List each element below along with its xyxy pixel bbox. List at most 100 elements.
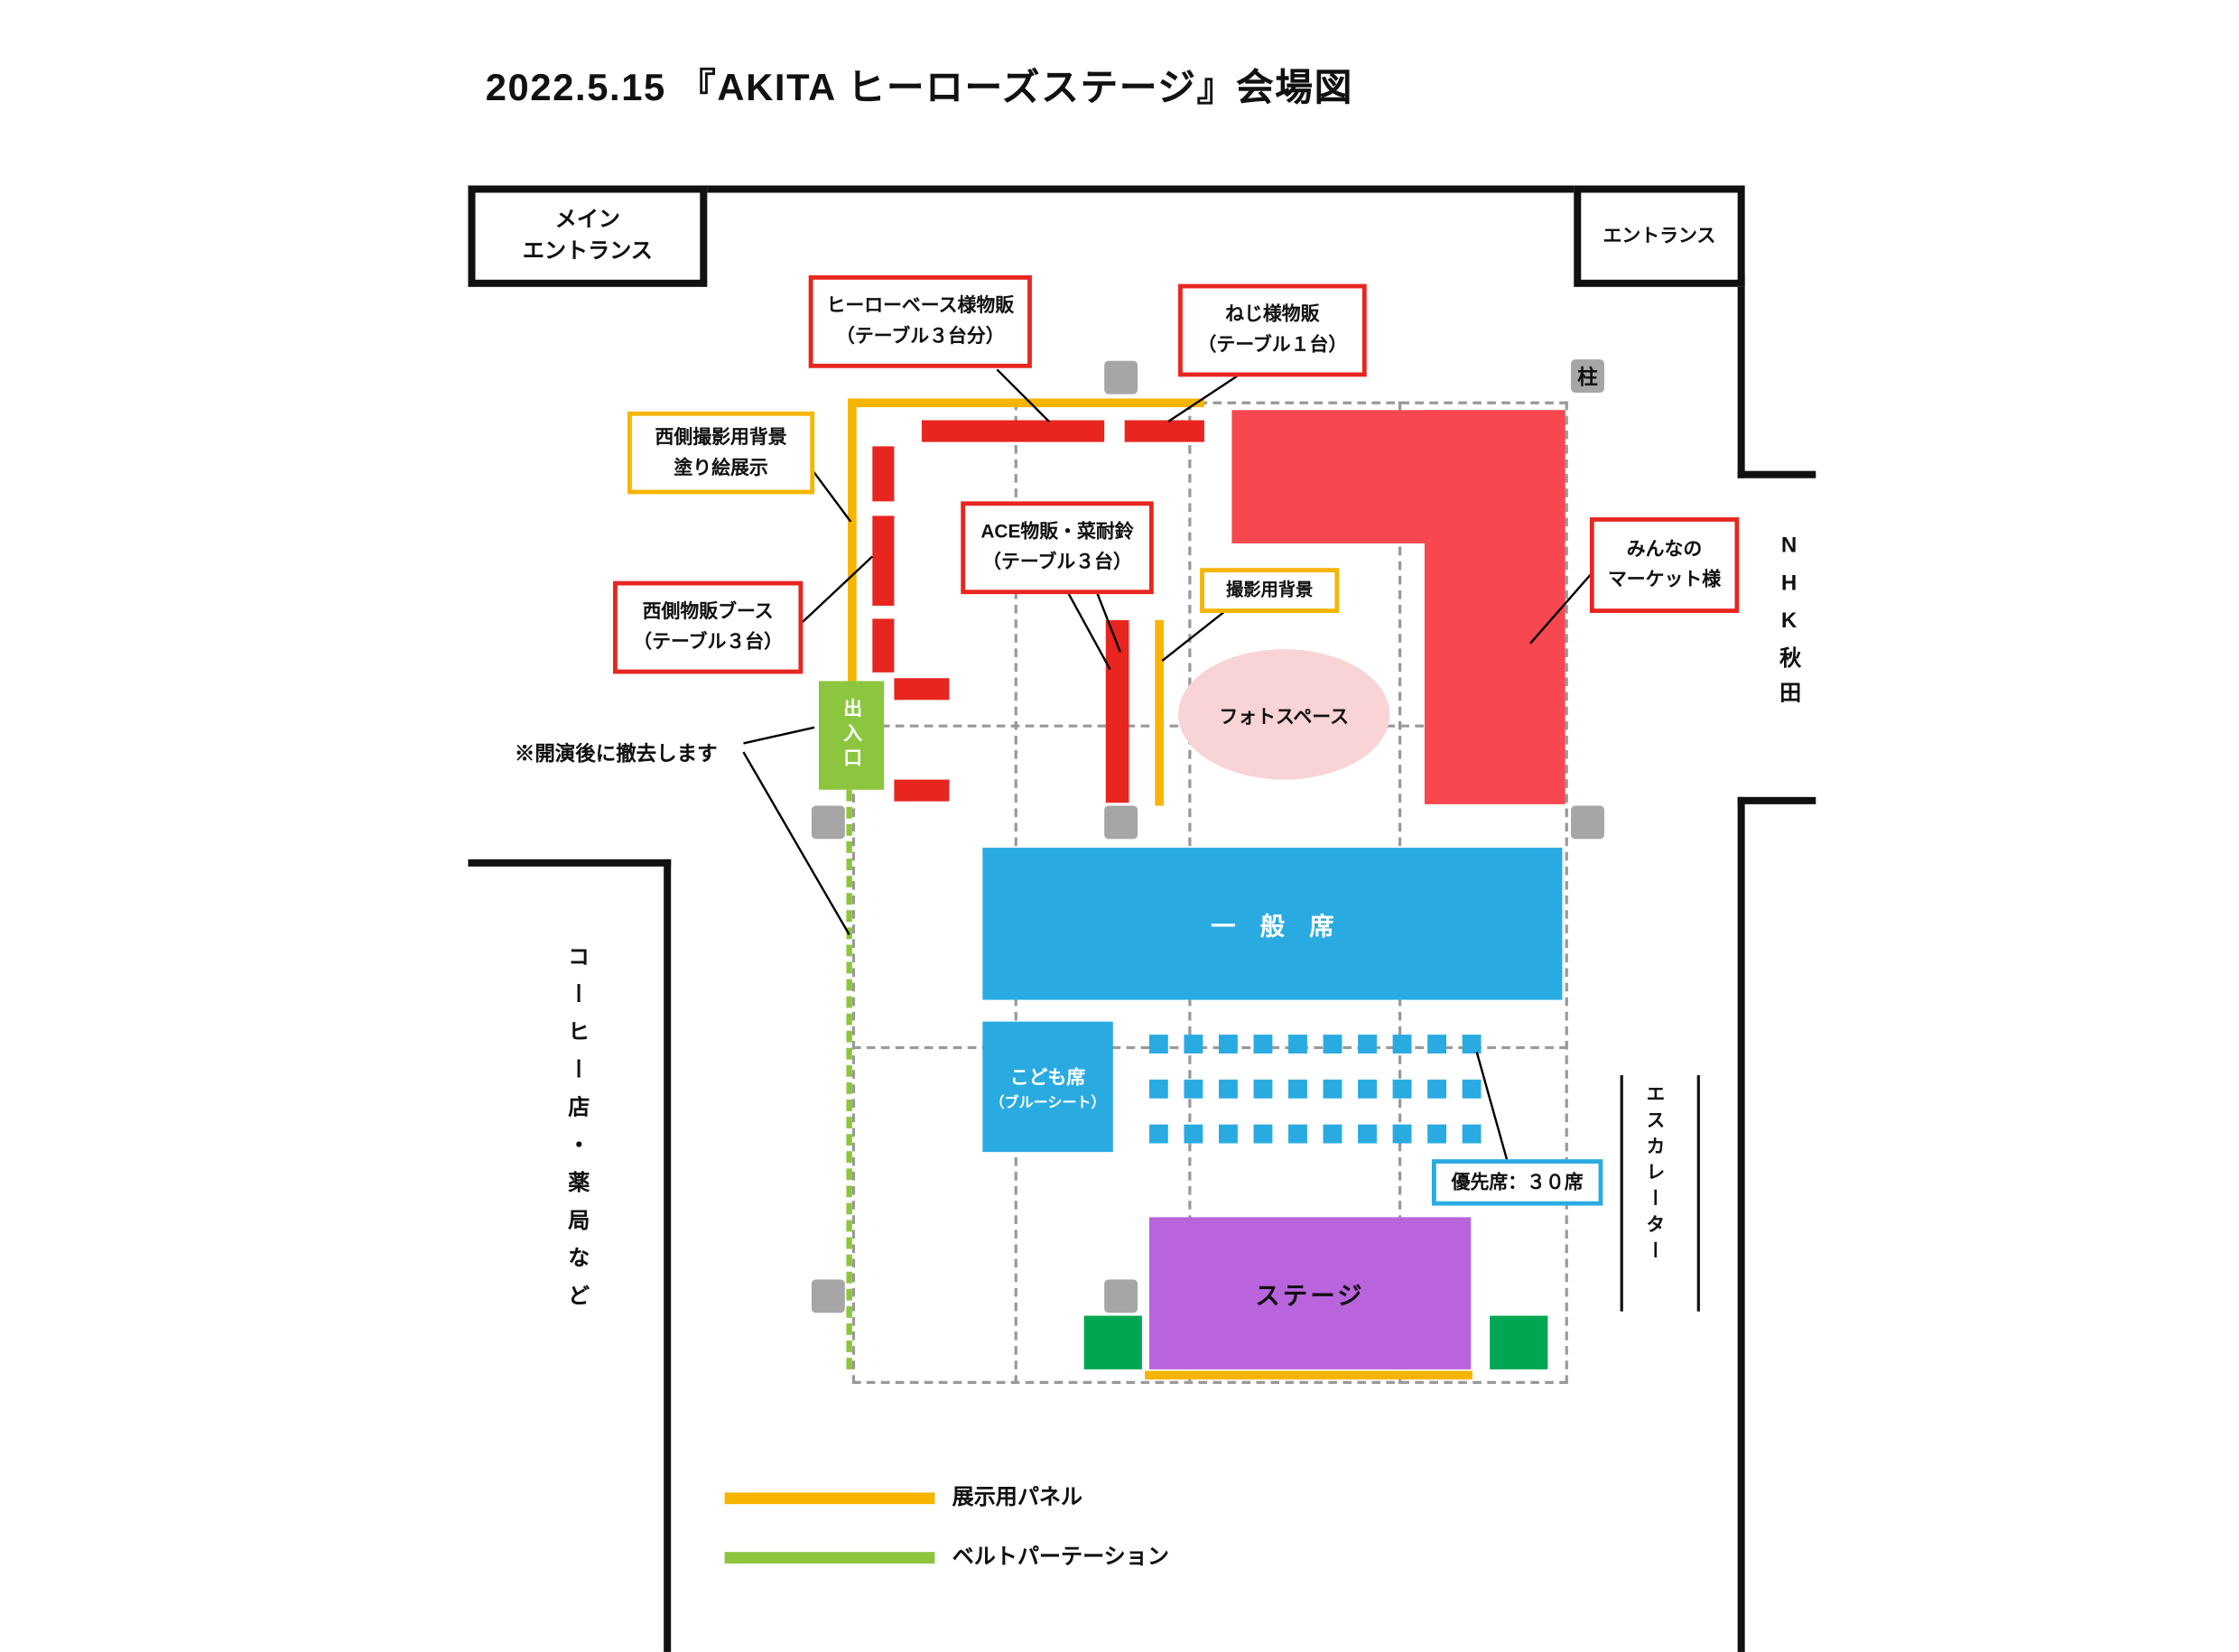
general-seats-label: 一 般 席: [1211, 913, 1334, 941]
priority-seat: [1253, 1079, 1273, 1099]
pillar-square-top: [1104, 360, 1138, 394]
west-booth-callout-line2: （テーブル３台）: [633, 630, 783, 653]
wall-segment-right-lower-v: [1737, 796, 1745, 1652]
main-entrance-label-line2: エントランス: [522, 238, 653, 265]
merch-table-hero-base: [921, 420, 1105, 442]
priority-seat: [1462, 1079, 1482, 1099]
photo-space-area: フォトスペース: [1178, 649, 1390, 780]
escalator-line-left: [1620, 1075, 1623, 1312]
priority-seat: [1288, 1035, 1307, 1053]
sub-entrance-box: エントランス: [1574, 185, 1745, 287]
pillar-square-labeled: 柱: [1571, 359, 1604, 394]
photo-bg-callout: 撮影用背景: [1200, 568, 1340, 613]
sub-entrance-label: エントランス: [1603, 224, 1716, 246]
priority-seat: [1253, 1035, 1273, 1053]
escalator-label: エスカレーター: [1643, 1083, 1666, 1267]
priority-seat: [1184, 1079, 1203, 1099]
pillar-label: 柱: [1577, 364, 1598, 388]
hero-base-callout-line1: ヒーローベース様物販: [826, 294, 1015, 317]
neji-callout-line2: （テーブル１台）: [1197, 333, 1348, 356]
priority-seat: [1323, 1079, 1342, 1099]
shops-label: コーヒー店・薬局など: [565, 944, 590, 1322]
wall-segment-right-lower-h: [1737, 796, 1816, 804]
priority-seats-callout: 優先席：３０席: [1431, 1159, 1603, 1206]
panel-line-left: [848, 398, 857, 684]
neji-callout-line1: ねじ様物販: [1225, 302, 1320, 325]
kids-seats-label-line1: こども席: [1009, 1066, 1086, 1089]
wall-segment-right-upper-h: [1737, 470, 1816, 478]
stage-wing-left: [1083, 1315, 1142, 1369]
kids-seats-area: こども席 （ブルーシート）: [982, 1021, 1113, 1153]
neji-callout: ねじ様物販 （テーブル１台）: [1178, 283, 1367, 377]
priority-seat: [1323, 1124, 1342, 1144]
market-area-right: [1424, 410, 1565, 804]
wall-segment-right-upper-v: [1737, 274, 1745, 478]
priority-seat: [1148, 1035, 1168, 1053]
wall-segment-top: [704, 185, 1577, 193]
minna-market-callout-line2: マーケット様: [1607, 568, 1722, 590]
priority-seat: [1358, 1124, 1377, 1144]
west-bg-callout: 西側撮影用背景 塗り絵展示: [627, 411, 815, 495]
priority-seats-callout-label: 優先席：３０席: [1451, 1170, 1584, 1193]
legend-belt-label: ベルトパーテーション: [952, 1545, 1169, 1570]
exit-box: 出入口: [818, 681, 885, 790]
nhk-akita-label: NHK秋田: [1776, 533, 1802, 716]
priority-seat: [1184, 1035, 1203, 1053]
stage-area: ステージ: [1148, 1217, 1472, 1369]
priority-seat: [1427, 1035, 1446, 1053]
ace-callout-line1: ACE物販・菜耐鈴: [980, 520, 1134, 543]
west-bg-callout-line2: 塗り絵展示: [674, 455, 768, 478]
priority-seat: [1427, 1124, 1446, 1144]
priority-seat: [1392, 1079, 1412, 1099]
photo-bg-callout-label: 撮影用背景: [1225, 579, 1314, 600]
priority-seat: [1218, 1035, 1238, 1053]
belt-partition-line: [846, 789, 852, 1369]
priority-seat: [1288, 1079, 1307, 1099]
merch-table-exit-2: [894, 779, 950, 802]
priority-seat: [1392, 1035, 1412, 1053]
priority-seat: [1462, 1124, 1482, 1144]
minna-market-callout: みんなの マーケット様: [1589, 517, 1740, 613]
merch-table-west-3: [872, 618, 895, 673]
main-entrance-box: メイン エントランス: [468, 185, 708, 287]
minna-market-callout-line1: みんなの: [1626, 537, 1703, 560]
kids-seats-label-line2: （ブルーシート）: [989, 1095, 1106, 1112]
merch-table-west-2: [872, 515, 895, 606]
panel-line-top: [851, 398, 1204, 408]
priority-seat: [1184, 1124, 1203, 1144]
priority-seats-grid: [1148, 1035, 1482, 1146]
removal-note: ※開演後に撤去します: [514, 741, 718, 766]
pillar-square-mid-right: [1571, 805, 1604, 840]
merch-table-west-1: [872, 446, 895, 502]
photo-space-label: フォトスペース: [1219, 704, 1349, 728]
ace-callout-line2: （テーブル３台）: [982, 550, 1132, 573]
priority-seat: [1462, 1035, 1482, 1053]
priority-seat: [1358, 1035, 1377, 1053]
pillar-square-mid-center: [1104, 805, 1138, 840]
venue-map: 2022.5.15 『AKITA ヒーローズステージ』会場図 メイン エントラン…: [468, 65, 1816, 1652]
priority-seat: [1358, 1079, 1377, 1099]
legend-belt-swatch: [724, 1552, 935, 1564]
west-bg-callout-line1: 西側撮影用背景: [655, 425, 787, 448]
panel-line-stage: [1145, 1370, 1473, 1380]
west-booth-callout: 西側物販ブース （テーブル３台）: [612, 580, 804, 674]
priority-seat: [1392, 1124, 1412, 1144]
page-title: 2022.5.15 『AKITA ヒーローズステージ』会場図: [485, 65, 1354, 109]
hero-base-callout-line2: （テーブル３台分）: [835, 324, 1005, 347]
merch-table-neji: [1124, 420, 1204, 442]
priority-seat: [1218, 1124, 1238, 1144]
general-seats-area: 一 般 席: [982, 848, 1563, 1000]
priority-seat: [1253, 1124, 1273, 1144]
exit-label: 出入口: [841, 698, 863, 773]
merch-table-ace: [1105, 620, 1129, 803]
priority-seat: [1148, 1124, 1168, 1144]
grid-line-h2: [851, 1045, 1568, 1050]
stage-wing-right: [1490, 1315, 1548, 1369]
stage-label: ステージ: [1255, 1282, 1365, 1311]
escalator-line-right: [1696, 1075, 1700, 1312]
legend-panel-swatch: [724, 1492, 935, 1505]
legend-panel-label: 展示用パネル: [952, 1485, 1083, 1510]
priority-seat: [1218, 1079, 1238, 1099]
ace-callout: ACE物販・菜耐鈴 （テーブル３台）: [961, 501, 1154, 595]
pillar-square-bottom-left: [811, 1279, 845, 1313]
